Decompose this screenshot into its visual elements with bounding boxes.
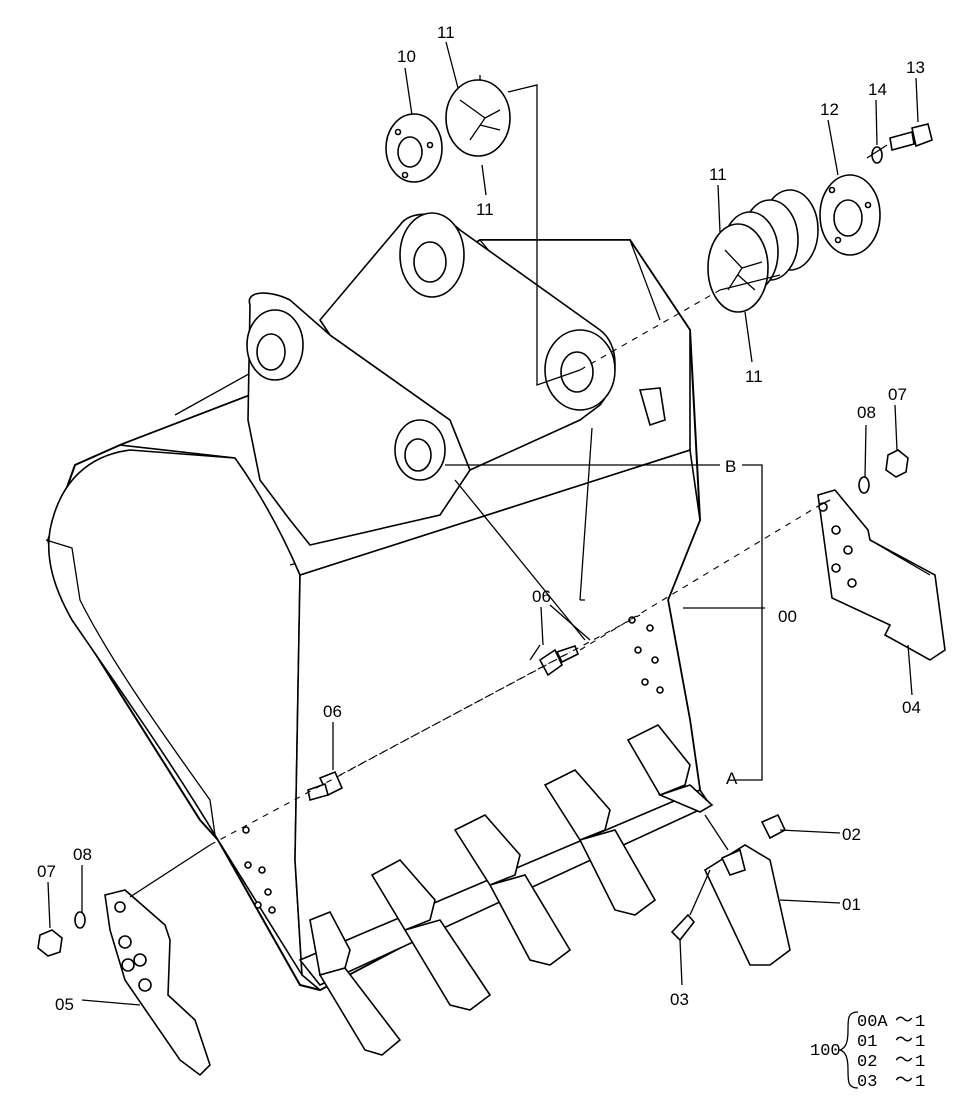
svg-text:1: 1 (915, 1033, 925, 1052)
svg-text:00A: 00A (857, 1013, 888, 1032)
callout-03: 03 (670, 990, 689, 1009)
callouts: 10 11 11 13 14 12 11 11 07 08 B 06 00 04… (37, 23, 925, 1014)
part-05-side-cutter (104, 889, 211, 1077)
svg-text:～: ～ (895, 1050, 913, 1070)
callout-14: 14 (868, 80, 887, 99)
tooth-4 (543, 769, 657, 916)
callout-13: 13 (906, 58, 925, 77)
svg-text:～: ～ (895, 1030, 913, 1050)
callout-01: 01 (842, 895, 861, 914)
svg-text:02: 02 (857, 1053, 877, 1072)
svg-text:1: 1 (915, 1073, 925, 1092)
callout-B: B (725, 457, 736, 476)
part-10-plate (385, 113, 443, 183)
callout-12: 12 (820, 100, 839, 119)
svg-text:03: 03 (857, 1073, 877, 1092)
part-04-side-cutter (817, 489, 946, 661)
bom-row: 01 ～ 1 (857, 1030, 925, 1052)
part-11-shims-top (445, 79, 511, 157)
callout-02: 02 (842, 825, 861, 844)
callout-08-right: 08 (857, 403, 876, 422)
bom-row: 00A ～ 1 (857, 1010, 925, 1032)
callout-04: 04 (902, 698, 921, 717)
bom-table: 100 00A ～ 1 01 ～ 1 02 ～ 1 03 ～ 1 (810, 1010, 925, 1092)
bom-row: 02 ～ 1 (857, 1050, 925, 1072)
bom-assembly: 100 (810, 1042, 841, 1061)
callout-11-right: 11 (709, 165, 727, 184)
callout-06-mid: 06 (532, 587, 551, 606)
part-06-bolt-left (307, 770, 344, 802)
svg-text:1: 1 (915, 1013, 925, 1032)
tooth-1 (309, 910, 402, 1056)
part-11-shims-right (707, 189, 819, 313)
part-08-washer-left (74, 911, 86, 929)
part-01-tooth-point (703, 844, 791, 966)
part-13-bolt (889, 123, 933, 152)
callout-10: 10 (397, 47, 416, 66)
callout-00: 00 (778, 607, 797, 626)
side-plate-holes (242, 616, 664, 914)
bom-row: 03 ～ 1 (857, 1070, 925, 1092)
part-02-pin (760, 813, 787, 840)
svg-text:01: 01 (857, 1033, 877, 1052)
callout-08-left: 08 (73, 845, 92, 864)
part-07-nut-right (885, 449, 909, 478)
callout-11-top: 11 (437, 23, 455, 42)
svg-text:1: 1 (915, 1053, 925, 1072)
leader-lines (47, 41, 919, 986)
part-07-nut-left (37, 929, 63, 957)
part-08-washer-right (858, 476, 870, 494)
tooth-2 (370, 858, 492, 1011)
callout-A: A (726, 769, 738, 788)
callout-11-top-lower: 11 (476, 200, 494, 219)
callout-07-right: 07 (888, 385, 907, 404)
assembly-lines (81, 75, 913, 1006)
svg-text:～: ～ (895, 1070, 913, 1090)
bom-brace (837, 1011, 859, 1089)
part-12-plate (819, 174, 881, 256)
tooth-3 (453, 814, 572, 966)
callout-06-left: 06 (323, 702, 342, 721)
bucket-bracket (246, 212, 616, 546)
bucket-teeth (298, 723, 714, 1056)
tooth-5 (626, 723, 714, 813)
callout-07-left: 07 (37, 862, 56, 881)
callout-05: 05 (55, 995, 74, 1014)
part-03-lock (670, 913, 696, 942)
svg-text:～: ～ (895, 1010, 913, 1030)
callout-11-right-lower: 11 (745, 367, 763, 386)
